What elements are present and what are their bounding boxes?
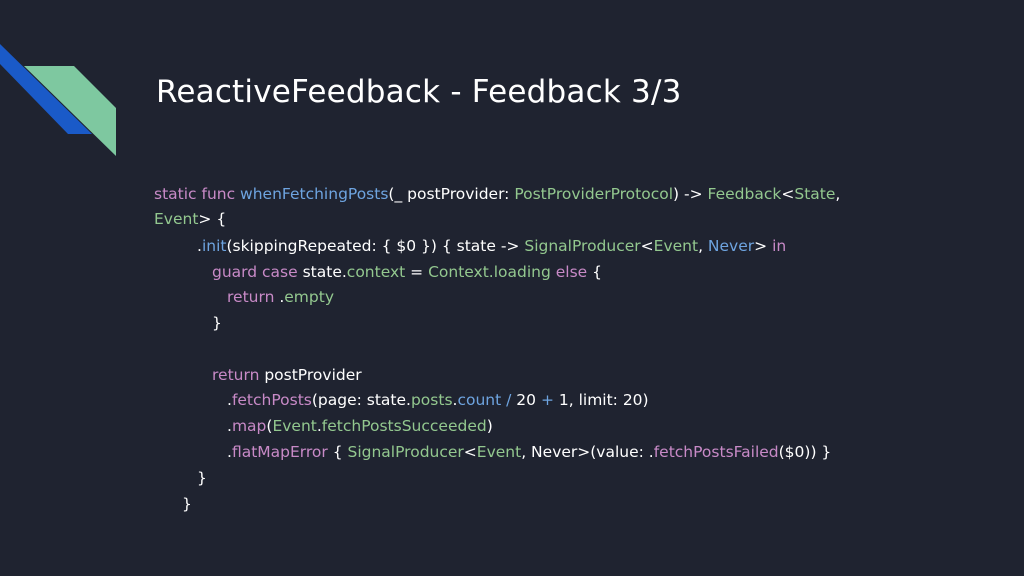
code-line: } — [182, 493, 192, 515]
corner-decoration-graphic — [0, 44, 116, 156]
code-token: < — [640, 237, 654, 255]
code-token: flatMapError — [231, 443, 328, 461]
code-token: in — [772, 237, 787, 255]
code-token: > { — [198, 210, 227, 228]
code-token: + — [540, 391, 559, 409]
code-token: Event — [272, 417, 317, 435]
code-token: State — [794, 185, 836, 203]
code-token: } — [197, 469, 207, 487]
code-token: ( — [266, 417, 273, 435]
code-token: } — [182, 495, 192, 513]
code-token: Context.loading — [428, 263, 551, 281]
code-token: ) -> — [673, 185, 708, 203]
code-token: PostProviderProtocol — [514, 185, 674, 203]
code-token: 1, limit: 20) — [558, 391, 649, 409]
code-token: fetchPosts — [231, 391, 312, 409]
code-token: return — [212, 366, 265, 384]
code-token: (page: state. — [311, 391, 411, 409]
code-token: , — [835, 185, 841, 203]
code-token: context — [346, 263, 406, 281]
code-token: / — [501, 391, 517, 409]
code-line: return postProvider — [212, 364, 362, 386]
code-token: empty — [284, 288, 334, 306]
code-token: posts — [410, 391, 453, 409]
code-token: , — [698, 237, 708, 255]
code-token: static func — [154, 185, 241, 203]
code-token: = — [405, 263, 429, 281]
code-token: . — [227, 443, 232, 461]
code-token: return — [227, 288, 280, 306]
code-token: Never — [707, 237, 755, 255]
code-token: Event — [476, 443, 522, 461]
code-token: (skippingRepeated: { $0 }) { state -> — [226, 237, 525, 255]
code-token: 20 — [516, 391, 541, 409]
green-stripe — [24, 66, 116, 156]
code-token: > — [754, 237, 773, 255]
code-token: guard case — [212, 263, 303, 281]
code-token: fetchPostsSucceeded — [321, 417, 487, 435]
code-line: Event> { — [154, 208, 226, 230]
code-token: ) — [486, 417, 493, 435]
code-token: . — [279, 288, 285, 306]
code-line: return .empty — [227, 286, 334, 308]
code-line: .init(skippingRepeated: { $0 }) { state … — [197, 235, 786, 257]
code-token: . — [197, 237, 202, 255]
code-token: else — [550, 263, 593, 281]
slide-title: ReactiveFeedback - Feedback 3/3 — [156, 74, 682, 110]
code-token: . — [227, 417, 232, 435]
code-token: Event — [653, 237, 699, 255]
blue-stripe — [0, 44, 92, 134]
code-token: SignalProducer — [347, 443, 464, 461]
code-token: fetchPostsFailed — [653, 443, 779, 461]
code-token: (_ postProvider: — [388, 185, 515, 203]
code-token: SignalProducer — [524, 237, 641, 255]
code-token: ($0)) } — [778, 443, 832, 461]
code-token: whenFetchingPosts — [240, 185, 389, 203]
code-line: .flatMapError { SignalProducer<Event, Ne… — [227, 441, 831, 463]
code-token: { — [327, 443, 348, 461]
code-token: . — [316, 417, 322, 435]
code-token: . — [227, 391, 232, 409]
code-token: < — [463, 443, 477, 461]
code-line: .map(Event.fetchPostsSucceeded) — [227, 415, 493, 437]
code-token: postProvider — [264, 366, 362, 384]
code-token: map — [231, 417, 267, 435]
code-token: { — [592, 263, 602, 281]
code-token: , Never>(value: . — [521, 443, 654, 461]
code-token: count — [457, 391, 502, 409]
code-line: } — [197, 467, 207, 489]
code-line: } — [212, 312, 222, 334]
code-line: static func whenFetchingPosts(_ postProv… — [154, 183, 840, 205]
code-line: guard case state.context = Context.loadi… — [212, 261, 602, 283]
code-token: Feedback — [707, 185, 782, 203]
code-token: . — [452, 391, 458, 409]
code-line: .fetchPosts(page: state.posts.count / 20… — [227, 389, 649, 411]
code-token: init — [201, 237, 227, 255]
code-token: < — [781, 185, 795, 203]
code-token: } — [212, 314, 222, 332]
code-token: Event — [154, 210, 199, 228]
code-token: state. — [302, 263, 347, 281]
